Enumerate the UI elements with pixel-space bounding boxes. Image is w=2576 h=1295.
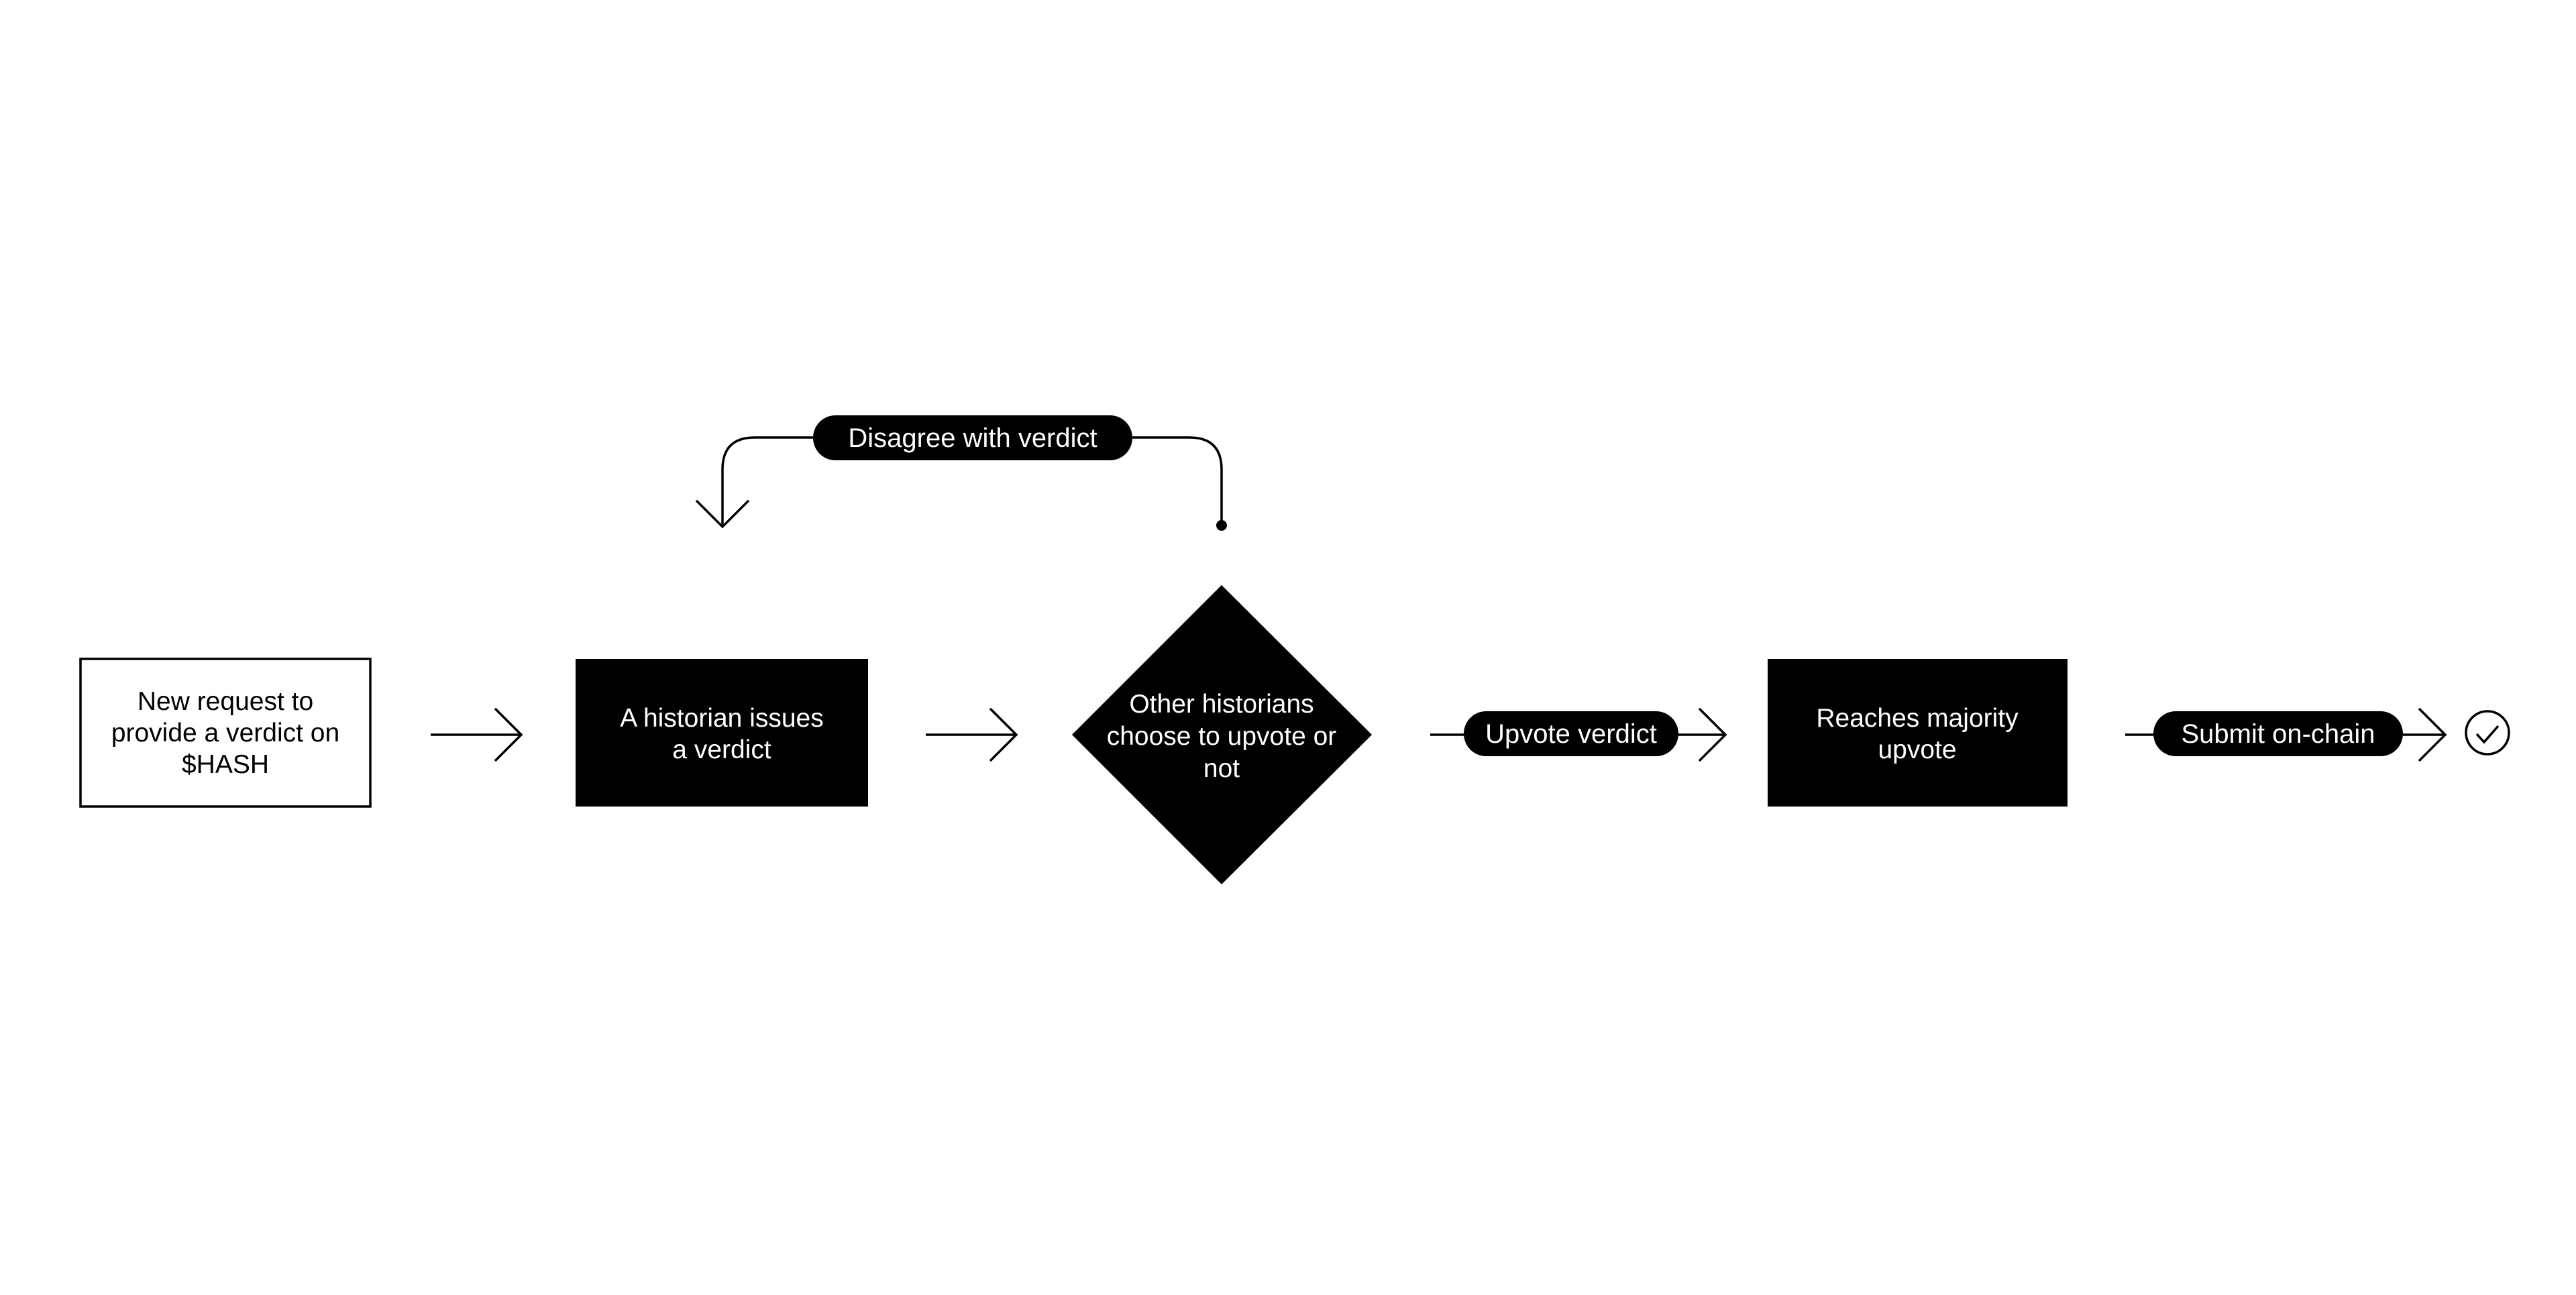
node-decision-line-3: not	[1203, 754, 1240, 783]
edge-submit-pill	[2153, 711, 2403, 756]
edge-submit: Submit on-chain	[2125, 707, 2447, 762]
node-majority: Reaches majority upvote	[1768, 659, 2068, 807]
edge-disagree-pill	[813, 415, 1132, 460]
node-issue-line-1: A historian issues	[620, 704, 824, 733]
node-start-box	[79, 658, 372, 808]
node-decision-line-2: choose to upvote or	[1107, 722, 1337, 751]
edge-upvote-label: Upvote verdict	[1485, 719, 1657, 749]
node-decision-diamond	[1072, 585, 1372, 884]
edge-upvote-pill	[1464, 711, 1678, 756]
edge-upvote: Upvote verdict	[1430, 707, 1727, 762]
edge-submit-label: Submit on-chain	[2181, 719, 2375, 749]
node-decision-line-1: Other historians	[1129, 690, 1313, 719]
arrow-start-to-issue	[431, 707, 523, 762]
arrow-issue-to-decision	[926, 707, 1018, 762]
node-majority-line-1: Reaches majority	[1816, 704, 2019, 733]
node-start: New request to provide a verdict on $HAS…	[79, 658, 372, 808]
node-decision: Other historians choose to upvote or not	[1072, 585, 1372, 884]
node-issue: A historian issues a verdict	[576, 659, 868, 807]
edge-disagree-label: Disagree with verdict	[848, 423, 1097, 453]
edge-disagree: Disagree with verdict	[695, 415, 1227, 531]
node-start-line-3: $HASH	[182, 750, 269, 779]
node-issue-line-2: a verdict	[672, 735, 771, 764]
node-start-line-2: provide a verdict on	[111, 719, 339, 747]
node-majority-box	[1768, 659, 2068, 807]
check-circle-icon	[2465, 710, 2510, 756]
node-start-line-1: New request to	[138, 687, 313, 716]
node-issue-box	[576, 659, 868, 807]
node-majority-line-2: upvote	[1878, 735, 1956, 764]
